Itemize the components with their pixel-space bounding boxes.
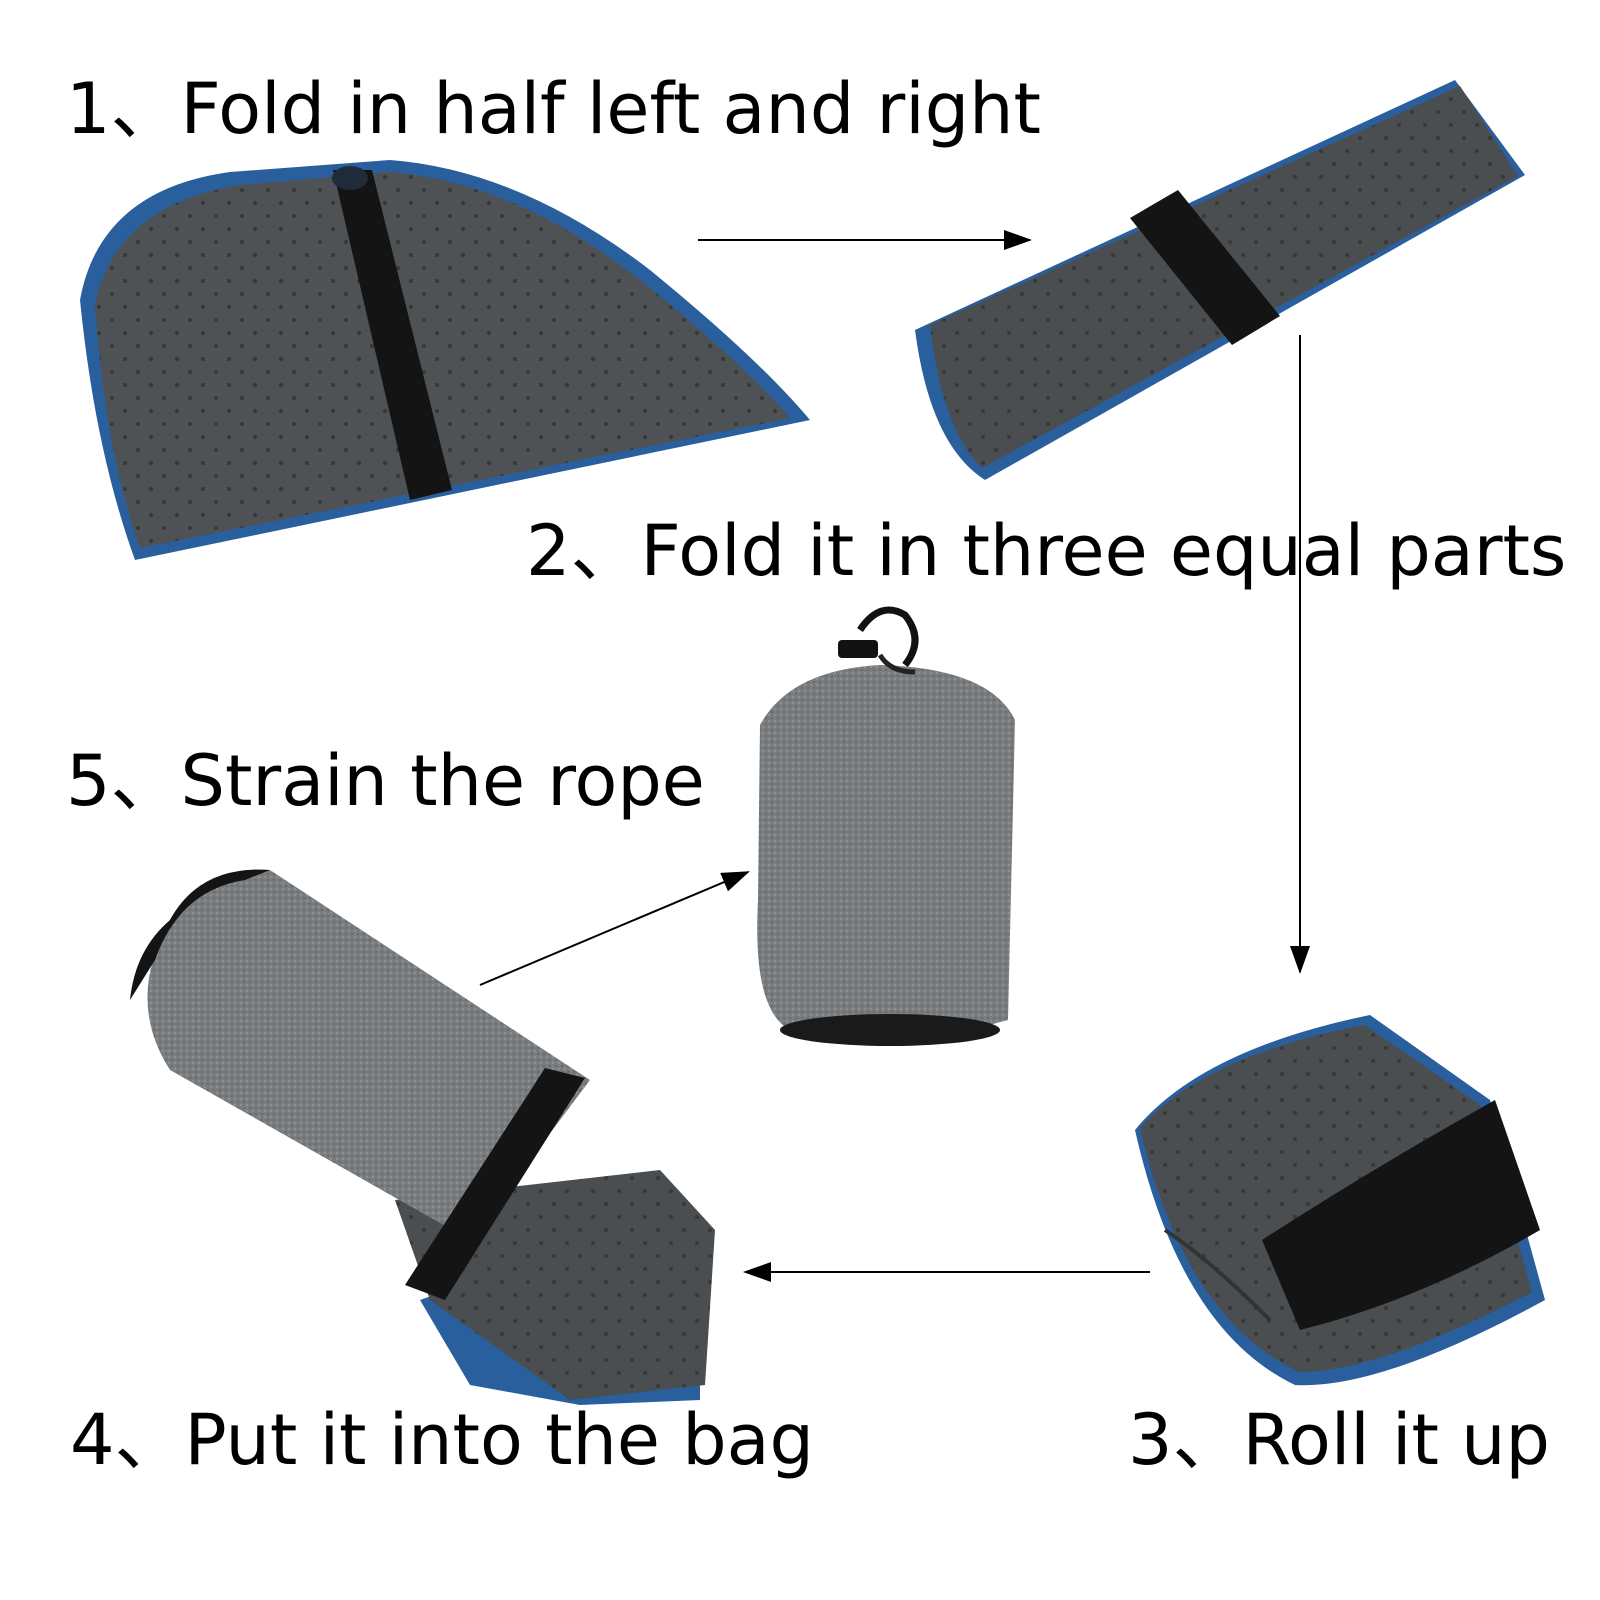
arrow-diagonal-icon: [479, 871, 750, 986]
pad-into-bag-image: [130, 869, 715, 1405]
step-1-label: 1、Fold in half left and right: [66, 68, 1041, 150]
pad-folded-thirds-image: [915, 80, 1525, 480]
step-3-label: 3、Roll it up: [1128, 1399, 1550, 1481]
step-5-label: 5、Strain the rope: [66, 740, 705, 822]
step-2-label: 2、Fold it in three equal parts: [526, 510, 1567, 592]
step-4-label: 4、Put it into the bag: [70, 1399, 814, 1481]
pad-rolled-image: [1135, 1015, 1545, 1386]
pad-folded-half-image: [80, 160, 810, 560]
bag-closed-image: [757, 606, 1015, 1046]
